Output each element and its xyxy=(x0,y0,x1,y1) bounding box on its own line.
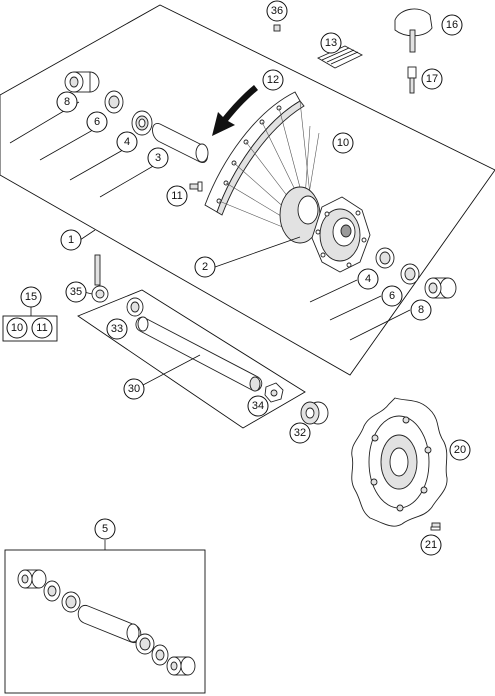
svg-text:8: 8 xyxy=(418,304,424,316)
kit-seal-left xyxy=(43,580,61,602)
svg-text:13: 13 xyxy=(325,37,337,49)
callout-36: 36 xyxy=(266,0,288,22)
callout-5: 5 xyxy=(94,518,116,540)
clamp-35 xyxy=(91,254,109,303)
axle-30 xyxy=(135,316,263,392)
axle-group-frame xyxy=(77,289,306,429)
svg-text:1: 1 xyxy=(68,234,74,246)
rotation-arrow xyxy=(212,85,258,136)
svg-text:32: 32 xyxy=(294,427,306,439)
svg-text:15: 15 xyxy=(25,291,37,303)
kit-spacer-right xyxy=(166,656,196,676)
callout-11-upper: 11 xyxy=(166,185,188,207)
screw-11 xyxy=(189,181,203,192)
callout-17: 17 xyxy=(421,68,443,90)
left-seal-6 xyxy=(104,90,124,114)
spacer-32 xyxy=(300,401,329,425)
kit-seal-right xyxy=(151,644,169,666)
svg-text:6: 6 xyxy=(94,116,100,128)
axle-nut-34 xyxy=(264,382,284,403)
rim-lock-16 xyxy=(394,8,433,53)
rim-lock-nut-17 xyxy=(407,66,417,94)
callout-32: 32 xyxy=(289,422,311,444)
set-15-frame xyxy=(2,315,58,342)
svg-text:10: 10 xyxy=(337,137,349,149)
kit-bearing-left xyxy=(61,591,81,613)
callout-12: 12 xyxy=(262,69,284,91)
callout-4-right: 4 xyxy=(357,268,379,290)
right-seal-6 xyxy=(400,263,420,285)
callout-10-set: 10 xyxy=(6,317,28,339)
svg-text:12: 12 xyxy=(267,74,279,86)
svg-text:16: 16 xyxy=(446,19,458,31)
svg-text:33: 33 xyxy=(111,323,123,335)
callout-34: 34 xyxy=(247,395,269,417)
svg-text:8: 8 xyxy=(64,96,70,108)
svg-text:36: 36 xyxy=(271,5,283,17)
disc-screw-21 xyxy=(430,522,441,531)
callout-33: 33 xyxy=(106,318,128,340)
kit-bearing-right xyxy=(135,633,155,655)
right-spacer-8 xyxy=(424,277,457,299)
callout-8-left: 8 xyxy=(56,91,78,113)
brake-disc-20 xyxy=(351,397,448,527)
svg-text:10: 10 xyxy=(11,322,23,334)
svg-text:11: 11 xyxy=(36,322,47,334)
callout-21: 21 xyxy=(420,534,442,556)
callout-20: 20 xyxy=(449,439,471,461)
svg-text:30: 30 xyxy=(128,383,140,395)
kit-spacer-left xyxy=(17,569,47,589)
svg-text:6: 6 xyxy=(389,290,395,302)
svg-text:4: 4 xyxy=(124,136,130,148)
svg-text:4: 4 xyxy=(365,273,371,285)
svg-text:21: 21 xyxy=(425,539,437,551)
callout-1: 1 xyxy=(60,229,82,251)
hub-spacer-3 xyxy=(152,123,209,163)
callout-2: 2 xyxy=(194,256,216,278)
callout-4-left: 4 xyxy=(116,131,138,153)
left-spacer-8 xyxy=(64,71,100,93)
callout-35: 35 xyxy=(65,281,87,303)
leader-lines xyxy=(9,101,411,550)
valve-cap-36 xyxy=(273,24,281,32)
callout-30: 30 xyxy=(123,378,145,400)
callout-11-set: 11 xyxy=(31,317,53,339)
callout-10-wheel: 10 xyxy=(332,132,354,154)
callout-13: 13 xyxy=(320,32,342,54)
svg-text:34: 34 xyxy=(252,400,264,412)
kit-hub-spacer xyxy=(77,604,142,644)
callout-6-left: 6 xyxy=(86,111,108,133)
left-bearing-4 xyxy=(131,110,153,136)
right-bearing-4 xyxy=(375,247,395,269)
callout-3: 3 xyxy=(147,147,169,169)
svg-text:17: 17 xyxy=(426,73,438,85)
svg-text:2: 2 xyxy=(202,261,208,273)
callout-8-right: 8 xyxy=(410,299,432,321)
svg-text:11: 11 xyxy=(171,190,182,202)
svg-text:20: 20 xyxy=(454,444,466,456)
svg-text:35: 35 xyxy=(70,286,82,298)
axle-nut-33 xyxy=(126,297,144,317)
callout-15: 15 xyxy=(20,286,42,308)
callout-6-right: 6 xyxy=(381,285,403,307)
front-wheel xyxy=(204,85,371,273)
hub xyxy=(279,186,371,273)
svg-text:3: 3 xyxy=(155,152,161,164)
svg-text:5: 5 xyxy=(102,523,108,535)
callout-16: 16 xyxy=(441,14,463,36)
wheel-assembly-frame xyxy=(0,4,495,376)
